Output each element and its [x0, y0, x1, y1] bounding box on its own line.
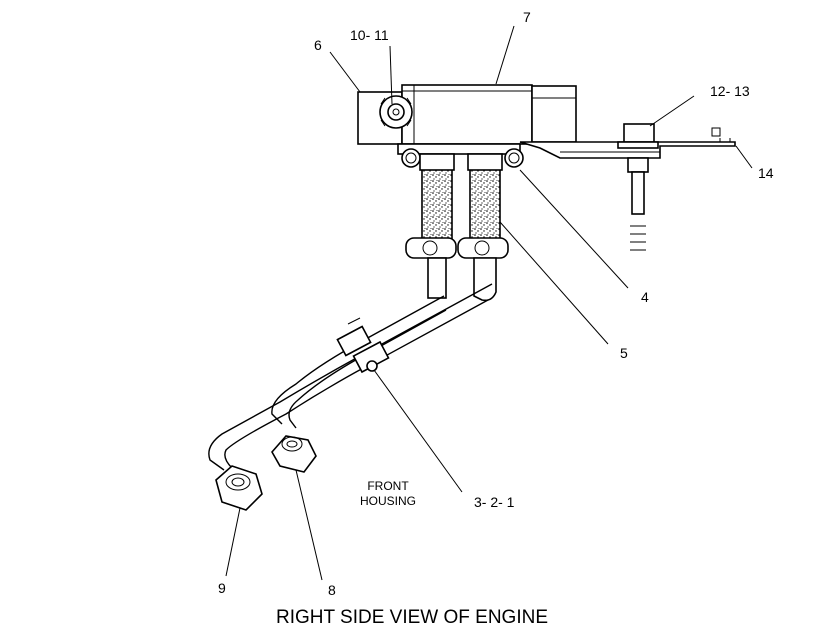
callout-10-11: 10- 11 [350, 27, 389, 43]
hose-right [469, 167, 501, 241]
callout-3-2-1: 3- 2- 1 [474, 494, 515, 510]
fitting-nut-part-8 [271, 435, 317, 473]
fitting-nut-part-9 [215, 465, 263, 511]
housing-flange [397, 143, 521, 155]
note-line-2: HOUSING [360, 494, 416, 508]
lower-clamps [405, 237, 509, 259]
housing-block-part-7 [401, 84, 533, 145]
callout-5: 5 [620, 345, 628, 361]
callout-7: 7 [523, 9, 531, 25]
callout-labels: 7 6 10- 11 12- 13 14 4 5 3- 2- 1 9 8 [218, 9, 774, 598]
bolt-part-12-13 [617, 123, 659, 251]
upper-housing-assembly [357, 84, 577, 168]
hose-pair-part-5 [419, 153, 503, 241]
rotary-fitting-part-10-11 [379, 95, 413, 129]
callout-12-13: 12- 13 [710, 83, 750, 99]
callout-14: 14 [758, 165, 774, 181]
callout-4: 4 [641, 289, 649, 305]
callout-8: 8 [328, 582, 336, 598]
note-line-1: FRONT [367, 479, 409, 493]
housing-rear-section [531, 85, 577, 143]
leader-lines [225, 25, 753, 581]
hose-left [421, 167, 453, 241]
upper-clamps [401, 148, 524, 168]
callout-6: 6 [314, 37, 322, 53]
fuel-lines [208, 283, 493, 475]
callout-9: 9 [218, 580, 226, 596]
front-housing-note: FRONT HOUSING [360, 479, 416, 508]
figure-caption: RIGHT SIDE VIEW OF ENGINE [276, 607, 548, 628]
